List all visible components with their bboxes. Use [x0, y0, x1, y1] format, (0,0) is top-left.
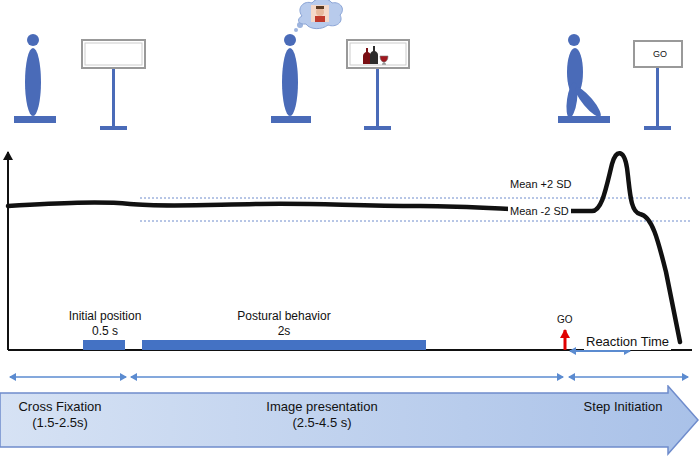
phase-bar: [83, 340, 125, 350]
sign-board: [112, 68, 115, 128]
stepping-person: [558, 34, 610, 123]
node-label: GO: [635, 42, 685, 66]
sign-board: [85, 43, 142, 65]
reaction-time-arrow: [570, 350, 630, 352]
thought-bubble: [316, 8, 324, 16]
standing-person: [271, 116, 311, 123]
stepping-person: [572, 84, 604, 120]
go-signal-label: GO: [557, 314, 573, 326]
cop-trace: [8, 153, 680, 342]
phase-label: Cross Fixation (1.5-2.5s): [4, 399, 116, 430]
thought-bubble: [315, 16, 325, 22]
plot-axes: [7, 152, 9, 350]
phase-span-arrows: [569, 376, 688, 378]
sign-board: [364, 126, 391, 130]
band-arrow-shape: [0, 386, 698, 454]
sd-threshold-lines: [140, 198, 690, 199]
go-sign-board: GO: [633, 40, 683, 68]
stepping-person: [568, 34, 580, 46]
phase-bar: [142, 340, 426, 350]
thought-bubble: [299, 0, 343, 29]
postural-behavior-bar: Postural behavior 2s: [142, 306, 426, 352]
phase-label: Step Initiation: [568, 399, 678, 415]
stepping-person: [565, 81, 580, 118]
sign-board: [347, 40, 409, 130]
standing-person: [14, 34, 56, 123]
sign-board: [376, 68, 379, 128]
go-arrow: [564, 330, 567, 350]
threshold-label: Mean -2 SD: [508, 205, 571, 218]
wine-bottles: [363, 46, 388, 64]
thought-bubble: [294, 0, 342, 32]
standing-person: [27, 34, 39, 46]
sign-board: [82, 40, 145, 68]
sign-board-post: [644, 126, 671, 130]
wine-bottles: [363, 48, 371, 64]
thought-bubble: [316, 6, 324, 9]
phase-label: Image presentation (2.5-4.5 s): [252, 399, 392, 430]
thought-bubble: [294, 28, 298, 32]
sign-board: [100, 126, 127, 130]
plot-axes: [8, 152, 692, 350]
node-label: Initial position 0.5 s: [60, 309, 150, 338]
phase-span-arrows: [131, 376, 563, 378]
sign-board: [347, 40, 409, 68]
phase-arrow-band: Cross Fixation (1.5-2.5s) Image presentat…: [0, 385, 700, 456]
thought-bubble: [311, 5, 329, 22]
reaction-time-label: Reaction Time: [584, 334, 671, 350]
sign-board: [350, 43, 406, 65]
standing-person: [14, 116, 56, 123]
threshold-label: Mean +2 SD: [508, 178, 573, 191]
wine-bottles: [380, 56, 388, 64]
sign-board-post: [644, 68, 671, 130]
standing-person: [271, 34, 311, 123]
standing-person: [25, 48, 41, 116]
standing-person: [284, 34, 296, 46]
standing-person: [282, 48, 298, 116]
sign-board: [82, 40, 145, 130]
wine-bottles: [370, 46, 378, 64]
stepping-person: [558, 116, 610, 123]
sd-threshold-lines: [140, 221, 690, 222]
sd-threshold-lines: [140, 198, 690, 221]
phase-span-arrows: [10, 376, 688, 378]
sign-board-post: [656, 68, 659, 128]
node-label: Postural behavior 2s: [230, 309, 338, 338]
phase-span-arrows: [10, 376, 126, 378]
initial-position-bar: Initial position 0.5 s: [60, 306, 150, 352]
